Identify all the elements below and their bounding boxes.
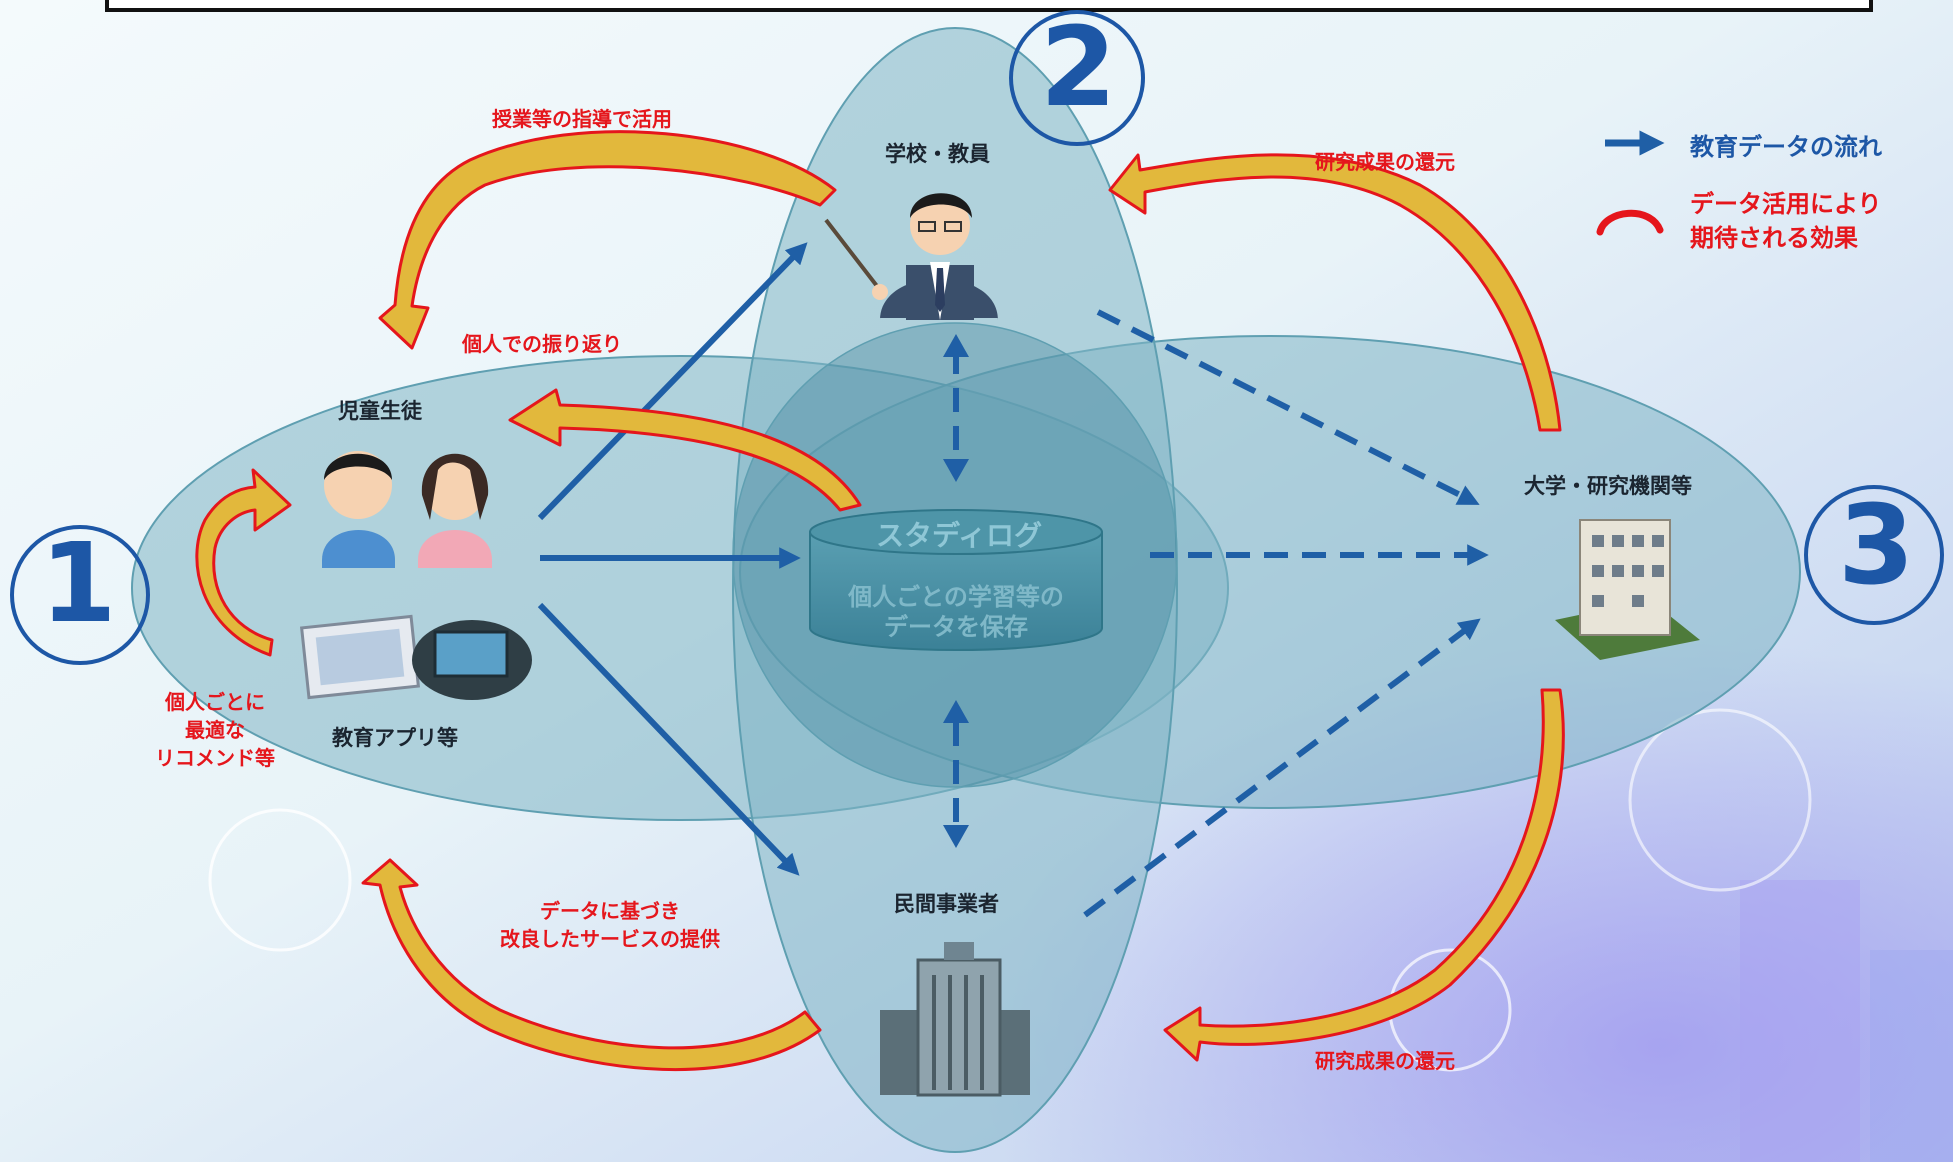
- header-frame: [105, 0, 1873, 12]
- node-label-private-business: 民間事業者: [894, 892, 999, 916]
- effect-label-research-bottom: 研究成果の還元: [1315, 1049, 1455, 1073]
- legend-data-flow-label: 教育データの流れ: [1690, 133, 1882, 161]
- edu-apps-illustration: [299, 614, 532, 700]
- legend-effect-label-line2: 期待される効果: [1690, 224, 1858, 252]
- flow-arrow-school-to-university: [1096, 309, 1480, 505]
- flow-arrow-private-to-university: [1083, 618, 1481, 918]
- legend-effect-label-line1: データ活用により: [1690, 190, 1882, 218]
- teacher-illustration: [824, 193, 998, 320]
- node-label-university: 大学・研究機関等: [1524, 474, 1692, 498]
- effect-label-research-top: 研究成果の還元: [1315, 150, 1455, 174]
- effect-label-recommend-line1: 個人ごとに: [165, 690, 265, 714]
- number-3-text: 3: [1838, 481, 1915, 609]
- effect-arrow-recommend: [195, 468, 292, 657]
- node-label-students: 児童生徒: [338, 399, 422, 423]
- legend-effect-icon: [1596, 209, 1664, 236]
- students-illustration: [322, 451, 492, 568]
- effect-label-recommend-line2: 最適な: [185, 718, 245, 742]
- database-subtitle-line1: 個人ごとの学習等の: [848, 583, 1064, 611]
- effect-label-teaching: 授業等の指導で活用: [492, 107, 672, 131]
- effect-label-recommend-line3: リコメンド等: [155, 746, 275, 770]
- number-circle-1: [10, 525, 150, 665]
- legend: [1596, 130, 1665, 236]
- effect-arrow-teaching: [378, 130, 837, 350]
- effect-arrow-service: [361, 858, 822, 1072]
- database-cylinder: [809, 509, 1103, 651]
- flow-arrow-students-to-private: [537, 602, 800, 876]
- effect-arrow-research-bottom: [1163, 688, 1565, 1062]
- node-label-school-teachers: 学校・教員: [885, 142, 990, 166]
- database-subtitle-line2: データを保存: [884, 613, 1028, 641]
- number-1-text: 1: [40, 519, 117, 647]
- node-label-edu-apps: 教育アプリ等: [332, 726, 458, 750]
- effect-arrow-research-top: [1108, 153, 1562, 432]
- number-circle-2: [1009, 10, 1145, 146]
- effect-label-reflection: 個人での振り返り: [462, 332, 622, 356]
- flow-arrow-students-to-school: [537, 242, 808, 521]
- university-illustration: [1555, 519, 1700, 660]
- number-circle-3: [1804, 485, 1944, 625]
- number-2-text: 2: [1040, 3, 1117, 131]
- database-title: スタディログ: [876, 519, 1043, 552]
- effect-label-service-line1: データに基づき: [540, 899, 680, 923]
- effect-label-service-line2: 改良したサービスの提供: [500, 927, 720, 951]
- private-business-illustration: [880, 942, 1030, 1097]
- effect-arrow-reflection: [508, 388, 862, 512]
